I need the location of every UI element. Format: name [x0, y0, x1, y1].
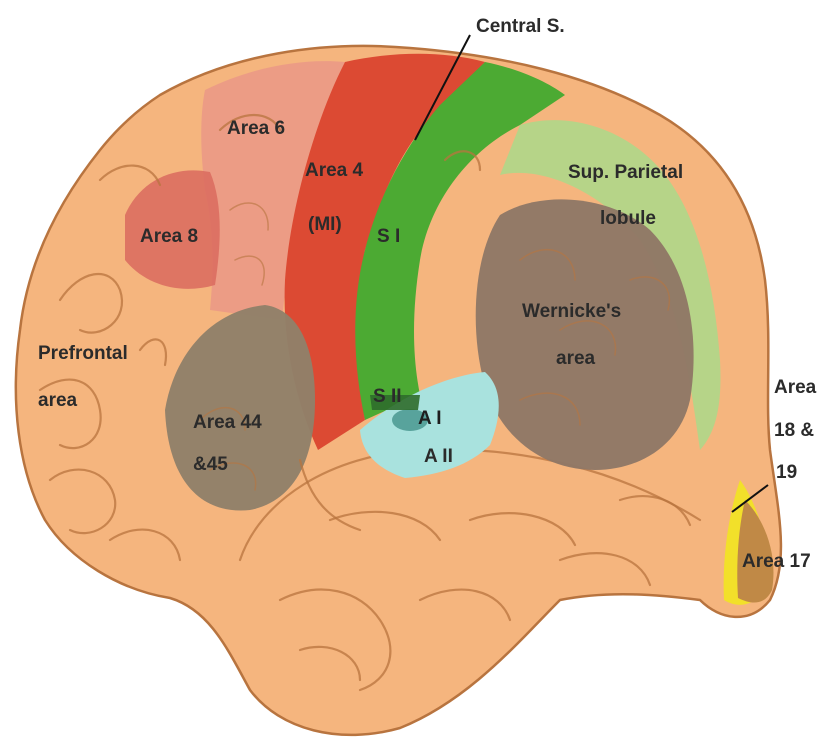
label-s1: S I	[377, 226, 400, 247]
label-central-sulcus: Central S.	[476, 16, 565, 37]
label-sup-parietal-lobule: lobule	[600, 208, 656, 229]
label-a2: A II	[424, 446, 453, 467]
label-prefrontal-area: area	[38, 390, 78, 411]
label-area-4-mi: (MI)	[308, 214, 342, 235]
label-area-17: Area 17	[742, 551, 811, 572]
label-prefrontal: Prefrontal	[38, 343, 128, 364]
label-wernicke: Wernicke's	[522, 301, 621, 322]
label-area-18-19-l2: 18 &	[774, 420, 814, 441]
label-area-8: Area 8	[140, 226, 198, 247]
label-area-4: Area 4	[305, 160, 364, 181]
label-a1: A I	[418, 408, 442, 429]
label-area-6: Area 6	[227, 118, 285, 139]
label-area-18-19-l3: 19	[776, 462, 797, 483]
label-sup-parietal: Sup. Parietal	[568, 162, 683, 183]
label-area-44: Area 44	[193, 412, 262, 433]
label-area-45: &45	[193, 454, 228, 475]
label-area-18-19-l1: Area	[774, 377, 817, 398]
label-wernicke-area: area	[556, 348, 596, 369]
label-s2: S II	[373, 386, 402, 407]
